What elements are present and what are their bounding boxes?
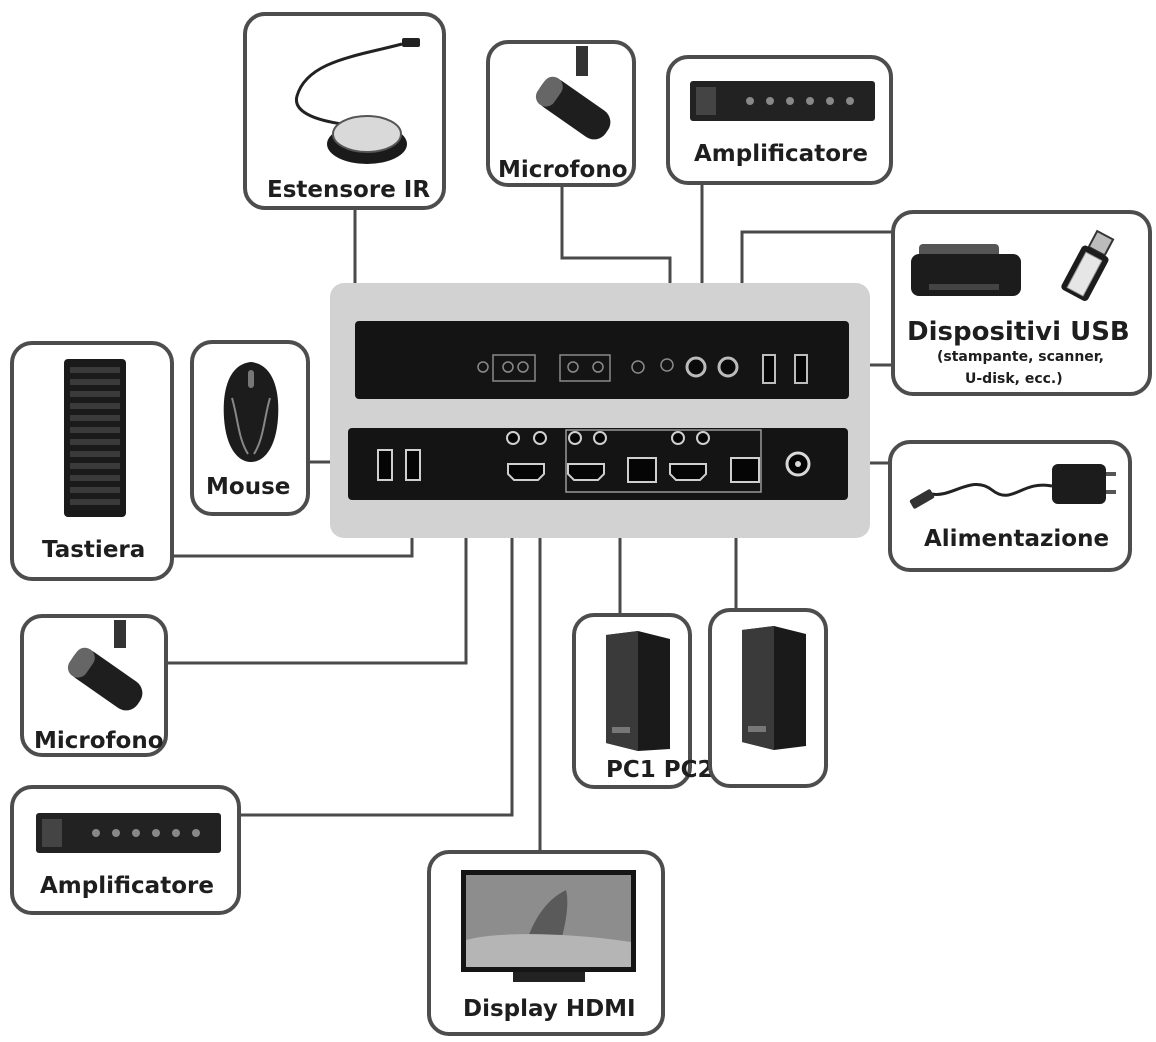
device-box-pc2 bbox=[708, 608, 828, 788]
label-amp-top: Amplificatore bbox=[694, 141, 868, 167]
device-box-amp-bottom: Amplificatore bbox=[10, 785, 241, 915]
label-power-supply: Alimentazione bbox=[924, 526, 1110, 552]
amplifier-icon bbox=[36, 813, 221, 853]
kvm-front-panel bbox=[348, 428, 848, 500]
microphone-icon bbox=[67, 620, 143, 711]
device-box-mouse: Mouse bbox=[190, 340, 310, 516]
kvm-switch-device bbox=[330, 283, 870, 538]
label-amp-bottom: Amplificatore bbox=[40, 873, 214, 899]
device-box-pc1: PC1 PC2 bbox=[572, 613, 714, 789]
kvm-rear-panel bbox=[355, 321, 849, 399]
usb-flash-drive-icon bbox=[1061, 229, 1115, 301]
ir-extender-icon bbox=[295, 38, 420, 164]
label-mic-top: Microfono bbox=[498, 157, 628, 183]
label-usb-devices-examples-1: (stampante, scanner, bbox=[937, 349, 1104, 365]
amplifier-icon bbox=[690, 81, 875, 121]
pc-tower-icon bbox=[606, 631, 670, 751]
kvm-front-ports bbox=[377, 429, 811, 493]
label-pc1-pc2: PC1 PC2 bbox=[606, 757, 714, 783]
device-box-amp-top: Amplificatore bbox=[666, 55, 893, 185]
mouse-icon bbox=[223, 362, 279, 462]
keyboard-icon bbox=[64, 359, 126, 517]
device-box-power-supply: Alimentazione bbox=[888, 440, 1132, 572]
microphone-icon bbox=[535, 46, 611, 140]
wire-amp-bottom bbox=[240, 443, 514, 817]
kvm-rear-ports bbox=[477, 354, 808, 384]
device-box-keyboard: Tastiera bbox=[10, 341, 174, 581]
device-box-mic-bottom: Microfono bbox=[20, 614, 168, 757]
printer-icon bbox=[911, 244, 1021, 296]
label-keyboard: Tastiera bbox=[42, 537, 146, 563]
monitor-icon bbox=[461, 870, 636, 982]
pc-tower-icon bbox=[742, 626, 806, 750]
device-box-hdmi-display: Display HDMI bbox=[427, 850, 665, 1036]
label-ir-extender: Estensore IR bbox=[267, 177, 431, 203]
label-usb-devices-examples-2: U-disk, ecc.) bbox=[965, 371, 1063, 387]
label-mouse: Mouse bbox=[206, 474, 291, 500]
device-box-mic-top: Microfono bbox=[486, 40, 636, 187]
device-box-ir-extender: Estensore IR bbox=[243, 12, 446, 210]
label-mic-bottom: Microfono bbox=[34, 728, 164, 754]
device-box-usb-devices: Dispositivi USB (stampante, scanner, U-d… bbox=[891, 210, 1152, 396]
label-hdmi-display: Display HDMI bbox=[463, 996, 636, 1022]
label-usb-devices: Dispositivi USB bbox=[907, 317, 1130, 347]
power-adapter-icon bbox=[909, 464, 1116, 509]
